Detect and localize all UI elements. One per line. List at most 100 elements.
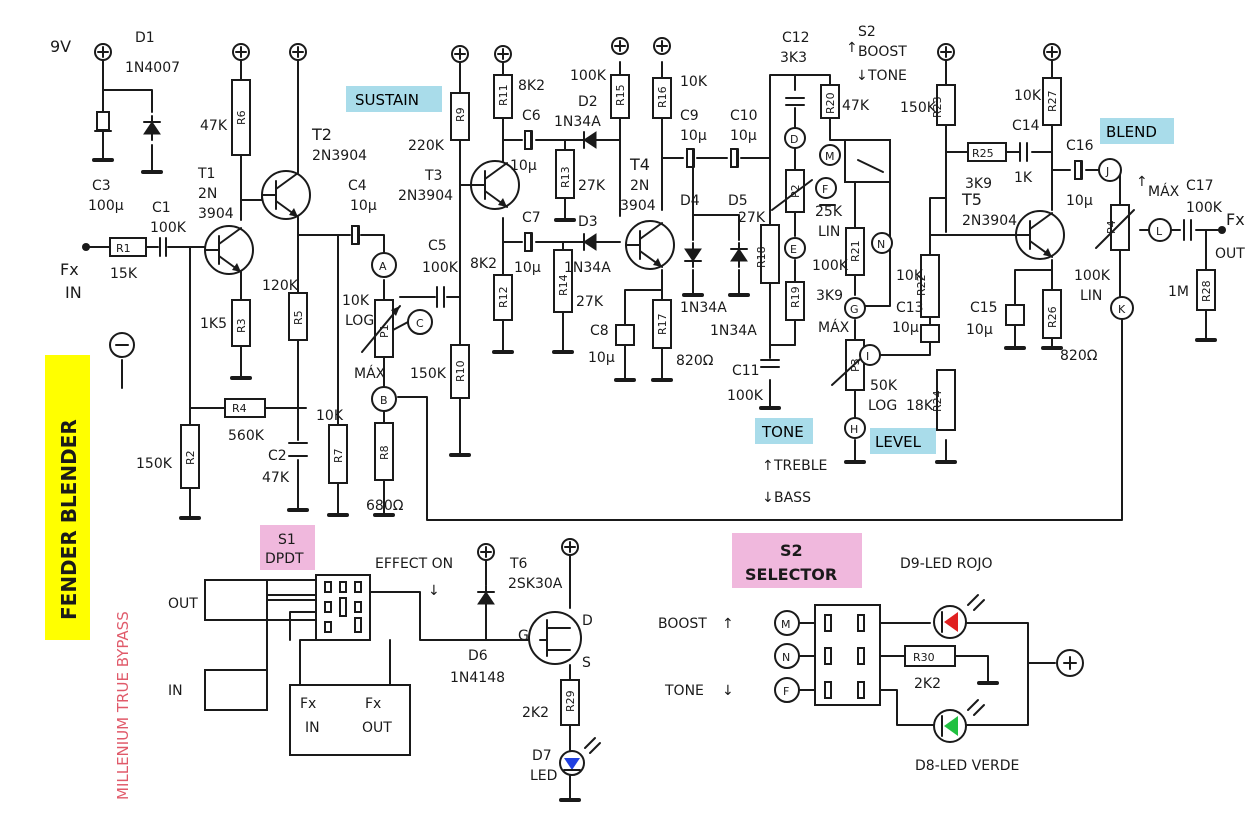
svg-text:560K: 560K xyxy=(228,428,265,444)
r16-resistor xyxy=(652,77,672,119)
svg-text:R16: R16 xyxy=(656,86,669,108)
p2-pot xyxy=(785,169,805,213)
node-b xyxy=(371,386,397,412)
c16-cap xyxy=(1074,160,1083,180)
fx-out-jack xyxy=(1218,226,1226,234)
c10-cap xyxy=(730,148,739,168)
svg-text:R14: R14 xyxy=(557,274,570,296)
svg-text:10µ: 10µ xyxy=(730,128,757,144)
svg-text:10µ: 10µ xyxy=(892,320,919,336)
t2-transistor xyxy=(261,170,311,220)
svg-text:G: G xyxy=(850,303,859,316)
svg-text:2K2: 2K2 xyxy=(914,676,941,692)
svg-text:R17: R17 xyxy=(656,313,669,335)
svg-text:2N: 2N xyxy=(198,186,217,202)
r9-resistor xyxy=(450,92,470,141)
svg-text:S: S xyxy=(582,655,591,671)
svg-text:18K: 18K xyxy=(906,398,934,414)
svg-text:IN: IN xyxy=(168,683,183,699)
svg-text:Fx: Fx xyxy=(300,696,316,712)
svg-text:10K: 10K xyxy=(342,293,370,309)
r18-resistor xyxy=(760,224,780,284)
fx-in-jack xyxy=(82,243,90,251)
svg-text:10K: 10K xyxy=(680,74,708,90)
c3-cap xyxy=(96,111,110,131)
svg-text:L: L xyxy=(1156,225,1163,238)
svg-text:N: N xyxy=(877,238,885,251)
p1-pot xyxy=(374,299,394,358)
node-h xyxy=(844,417,866,439)
svg-text:3K3: 3K3 xyxy=(780,50,807,66)
svg-text:G: G xyxy=(518,628,529,644)
svg-text:BOOST: BOOST xyxy=(858,44,907,60)
svg-text:1N34A: 1N34A xyxy=(564,260,611,276)
svg-text:10K: 10K xyxy=(896,268,924,284)
out-jack xyxy=(204,579,268,621)
svg-text:R12: R12 xyxy=(497,286,510,308)
node-i xyxy=(859,344,881,366)
title-label xyxy=(45,355,90,640)
svg-text:C2: C2 xyxy=(268,448,287,464)
node-a xyxy=(371,252,397,278)
svg-text:↑: ↑ xyxy=(1136,174,1148,190)
svg-text:15K: 15K xyxy=(110,266,138,282)
svg-text:10µ: 10µ xyxy=(680,128,707,144)
svg-text:T4: T4 xyxy=(629,155,650,174)
svg-text:H: H xyxy=(850,423,858,436)
svg-text:27K: 27K xyxy=(738,210,766,226)
r11-resistor xyxy=(493,74,513,119)
svg-text:10µ: 10µ xyxy=(1066,193,1093,209)
d2-diode xyxy=(583,131,597,149)
r6-resistor xyxy=(231,79,251,156)
svg-text:Fx: Fx xyxy=(1226,210,1245,229)
r30-resistor xyxy=(904,645,956,667)
svg-text:TREBLE: TREBLE xyxy=(773,458,827,474)
svg-text:P1: P1 xyxy=(378,324,391,338)
svg-text:R13: R13 xyxy=(559,166,572,188)
svg-text:680Ω: 680Ω xyxy=(366,498,404,514)
svg-text:10K: 10K xyxy=(316,408,344,424)
wiring xyxy=(87,59,1221,801)
svg-text:1N4007: 1N4007 xyxy=(125,60,180,76)
svg-text:8K2: 8K2 xyxy=(518,78,545,94)
d1-diode xyxy=(143,115,161,141)
svg-text:100K: 100K xyxy=(150,220,187,236)
svg-text:IN: IN xyxy=(305,720,320,736)
t1-transistor xyxy=(204,225,254,275)
svg-text:C15: C15 xyxy=(970,300,998,316)
r26-resistor xyxy=(1042,289,1062,339)
text-labels: 9V D1 1N4007 C3 100µ Fx IN R1 15K C1 100… xyxy=(50,24,1245,784)
svg-text:R5: R5 xyxy=(292,310,305,325)
svg-text:S2: S2 xyxy=(780,541,803,560)
svg-text:T1: T1 xyxy=(197,166,215,182)
svg-text:D: D xyxy=(582,613,593,629)
svg-text:47K: 47K xyxy=(200,118,228,134)
t6-jfet xyxy=(528,611,582,665)
svg-text:100K: 100K xyxy=(422,260,459,276)
r4-resistor xyxy=(224,398,266,418)
svg-text:25K: 25K xyxy=(815,204,843,220)
svg-text:D: D xyxy=(790,133,798,146)
svg-text:K: K xyxy=(1118,303,1126,316)
r22-resistor xyxy=(920,254,940,318)
svg-text:TONE: TONE xyxy=(761,423,804,441)
svg-text:LEVEL: LEVEL xyxy=(875,433,922,451)
svg-text:P4: P4 xyxy=(1105,220,1118,234)
svg-text:M: M xyxy=(825,150,835,163)
svg-text:OUT: OUT xyxy=(168,596,198,612)
d5-diode xyxy=(730,242,748,268)
svg-text:R19: R19 xyxy=(789,286,802,308)
svg-text:2N3904: 2N3904 xyxy=(312,148,367,164)
svg-text:10µ: 10µ xyxy=(510,158,537,174)
p4-pot xyxy=(1110,204,1130,251)
svg-text:1N34A: 1N34A xyxy=(710,323,757,339)
svg-text:120K: 120K xyxy=(262,278,299,294)
t5-transistor xyxy=(1015,210,1065,260)
svg-text:Fx: Fx xyxy=(365,696,381,712)
r17-resistor xyxy=(652,299,672,349)
svg-text:820Ω: 820Ω xyxy=(1060,348,1098,364)
svg-text:↓: ↓ xyxy=(762,490,774,506)
r21-resistor xyxy=(845,227,865,276)
svg-text:2N3904: 2N3904 xyxy=(398,188,453,204)
svg-text:47K: 47K xyxy=(842,98,870,114)
